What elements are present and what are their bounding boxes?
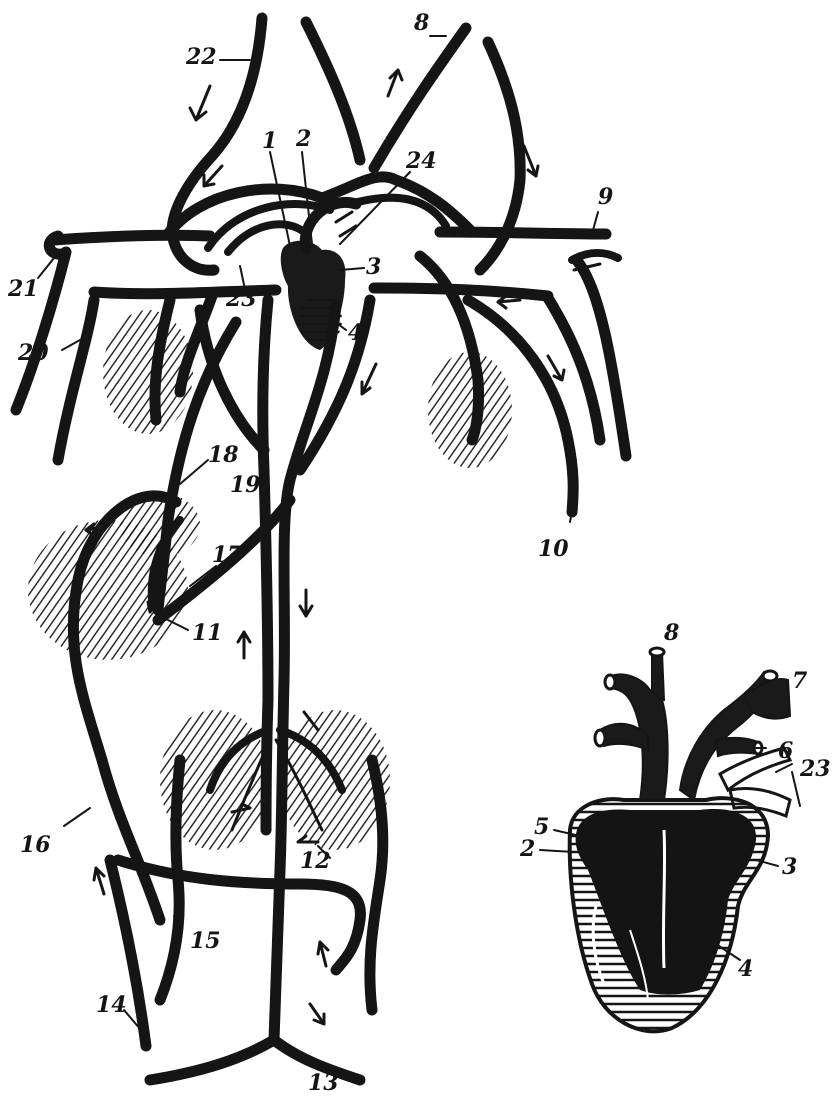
heart-label-5: 5 — [534, 814, 549, 840]
label-24: 24 — [405, 148, 437, 174]
heart-label-4: 4 — [738, 956, 753, 982]
heart-label-2: 2 — [519, 836, 535, 862]
kidney-region — [160, 710, 390, 850]
label-10: 10 — [538, 536, 569, 562]
label-23: 23 — [225, 286, 257, 312]
heart-label-3: 3 — [782, 854, 797, 880]
label-16: 16 — [20, 832, 51, 858]
heart-label-6: 6 — [778, 738, 793, 764]
label-2: 2 — [295, 126, 311, 152]
label-1: 1 — [262, 128, 277, 154]
label-19: 19 — [230, 472, 261, 498]
label-8: 8 — [413, 10, 429, 36]
label-20: 20 — [17, 340, 49, 366]
label-22: 22 — [185, 44, 217, 70]
label-13: 13 — [308, 1070, 339, 1096]
label-18: 18 — [208, 442, 239, 468]
label-21: 21 — [7, 276, 39, 302]
label-11: 11 — [192, 620, 223, 646]
heart-label-23: 23 — [799, 756, 831, 782]
lung-right-region — [428, 352, 512, 468]
heart-label-8: 8 — [663, 620, 679, 646]
aortic-arches — [168, 177, 470, 252]
label-4: 4 — [348, 320, 363, 346]
label-12: 12 — [300, 848, 331, 874]
label-17: 17 — [212, 542, 243, 568]
heart-detail — [570, 648, 790, 1031]
label-9: 9 — [598, 184, 613, 210]
heart-label-7: 7 — [792, 668, 808, 694]
label-14: 14 — [96, 992, 127, 1018]
label-3: 3 — [366, 254, 381, 280]
label-15: 15 — [190, 928, 221, 954]
